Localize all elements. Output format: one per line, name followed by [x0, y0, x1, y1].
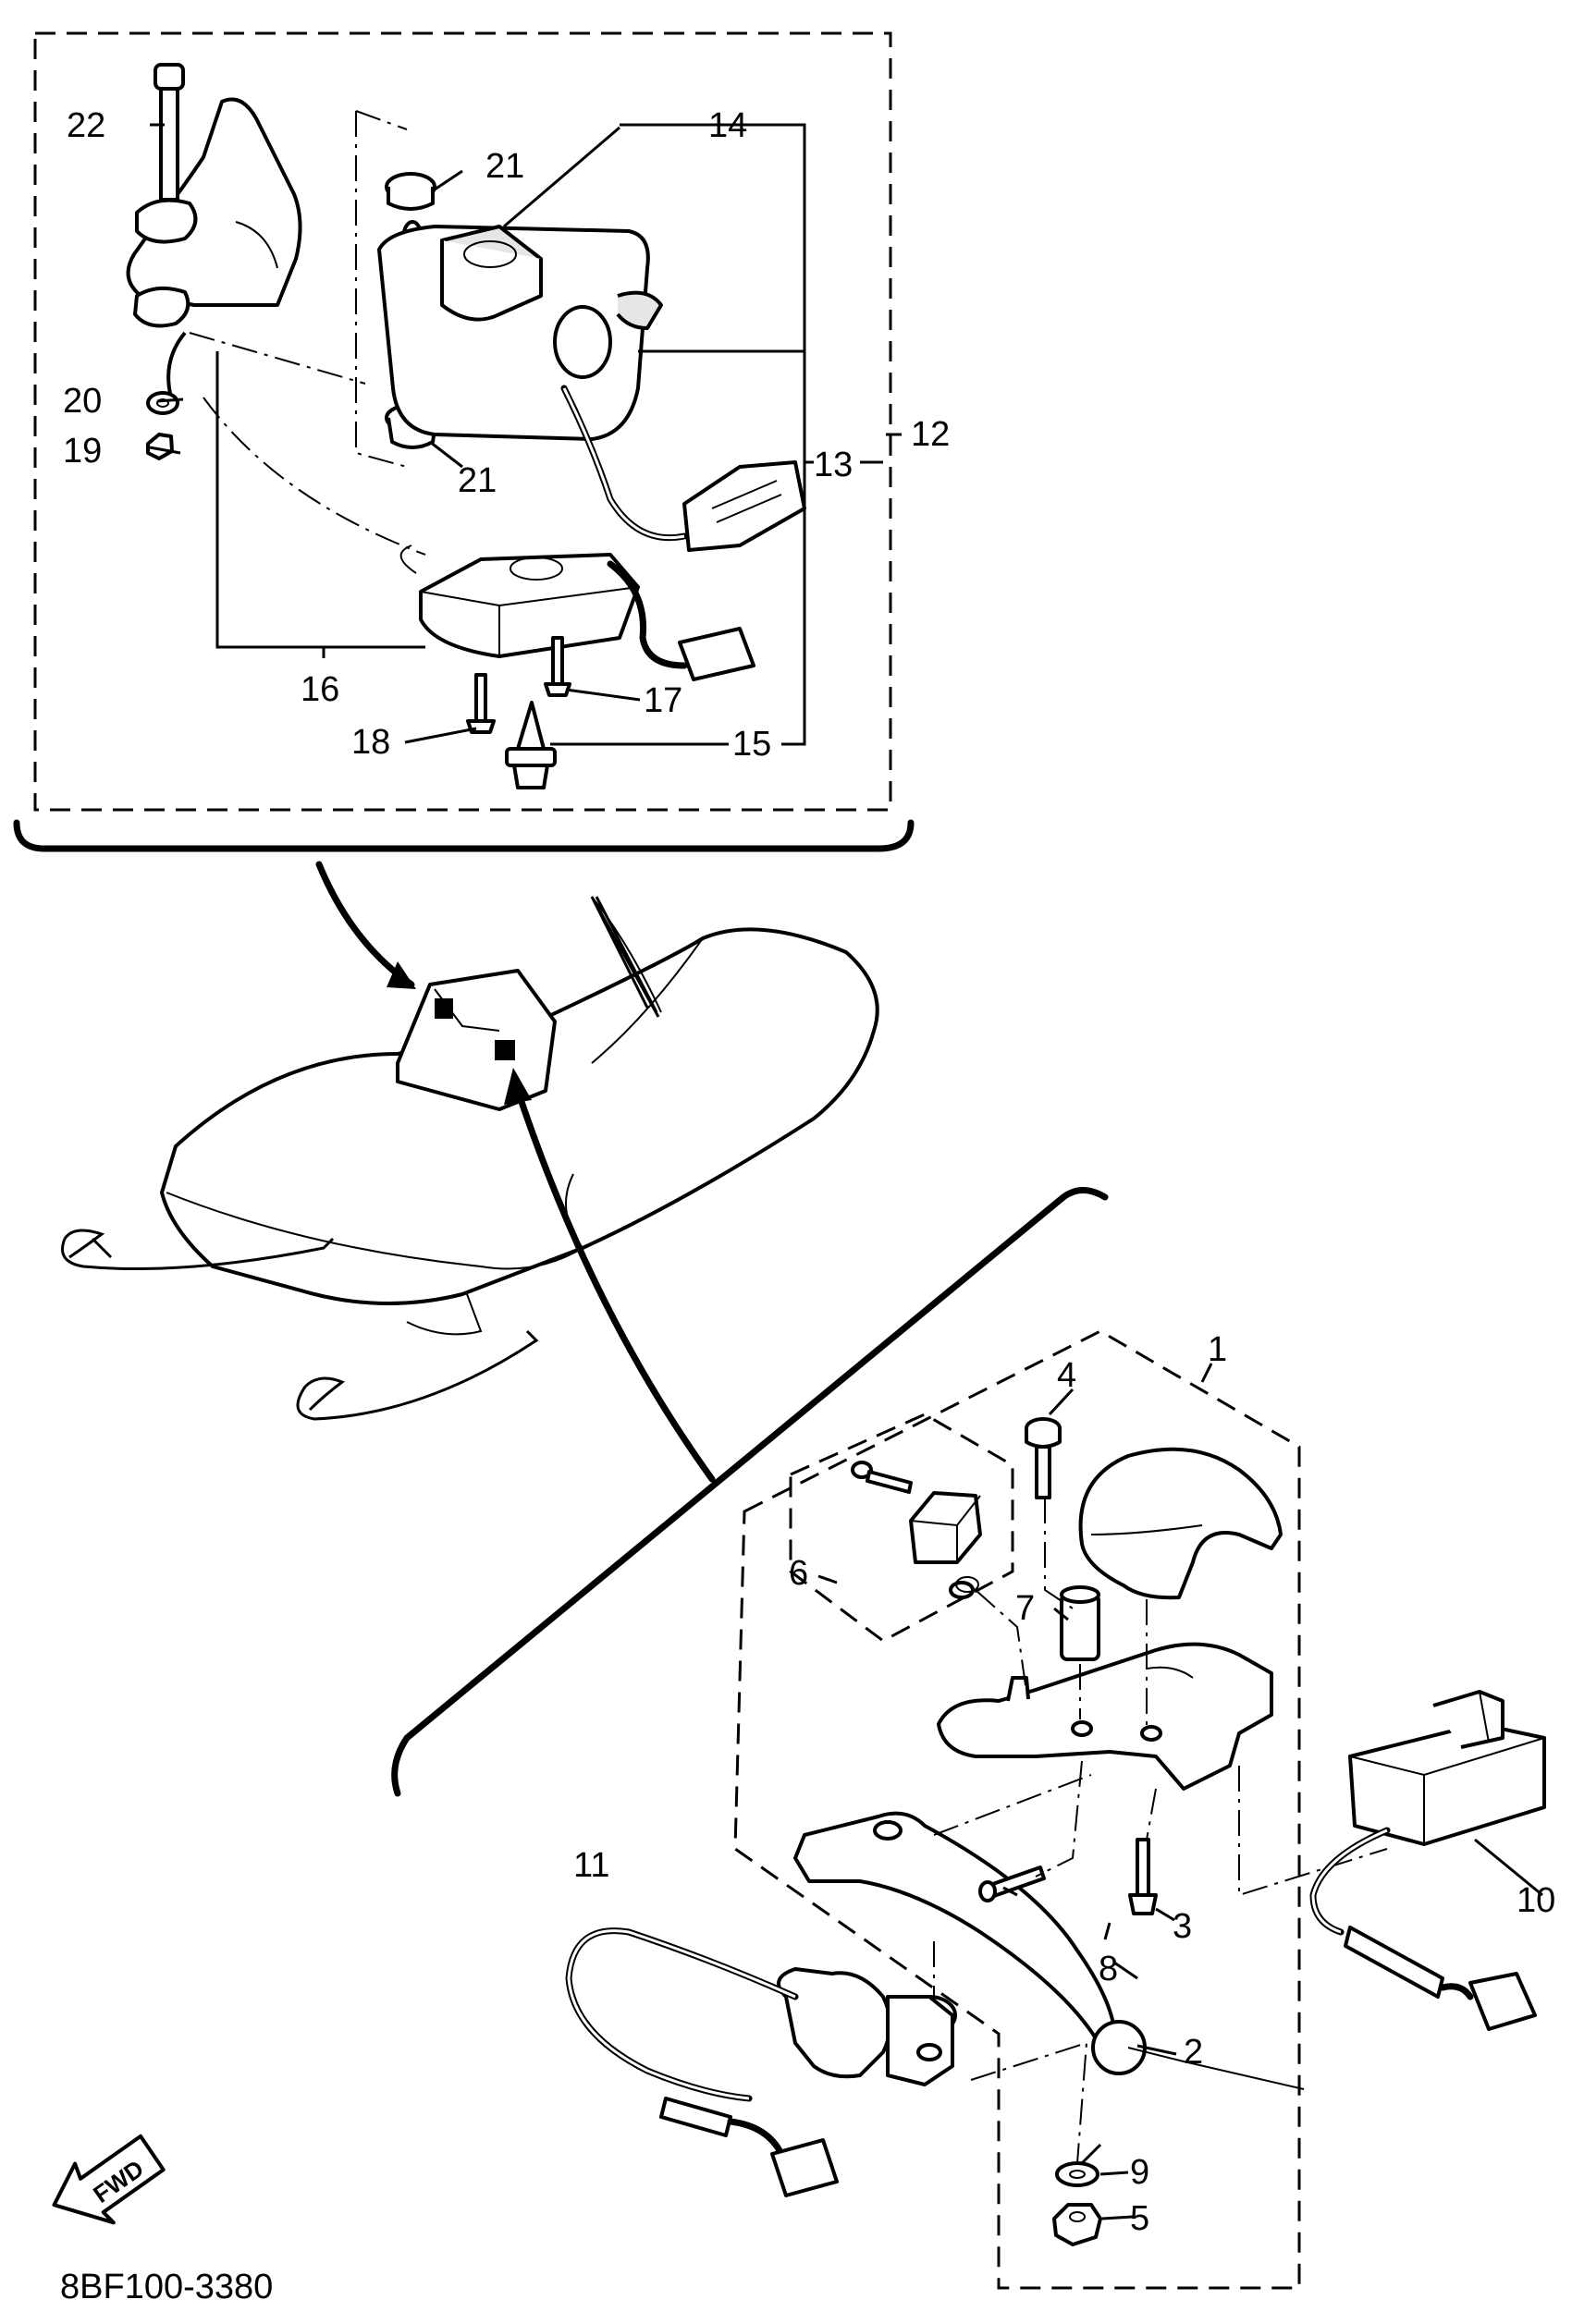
callout-21-top: 21: [485, 147, 524, 186]
nut-5: [1052, 2203, 1102, 2246]
callout-19: 19: [63, 432, 102, 471]
arrow-to-bottom-inset: [514, 1087, 716, 1483]
arrow-head-top: [387, 961, 416, 989]
screw-in-6: [851, 1461, 913, 1494]
lower-inset-frame: [733, 1329, 1301, 2290]
lever-cover: [1078, 1447, 1283, 1600]
bolt-4: [1025, 1417, 1062, 1499]
callout-13: 13: [814, 446, 853, 484]
spring-in-6: [949, 1576, 979, 1599]
callout-4: 4: [1057, 1356, 1076, 1395]
snowmobile: [61, 927, 879, 1421]
callout-9: 9: [1130, 2153, 1149, 2192]
fwd-arrow: FWD: [52, 2134, 166, 2225]
callout-2: 2: [1184, 2033, 1203, 2072]
callout-3: 3: [1173, 1907, 1192, 1946]
callout-8: 8: [1099, 1950, 1118, 1988]
callout-15: 15: [732, 725, 771, 764]
control-unit-15: [399, 544, 755, 681]
screw-8: [978, 1865, 1046, 1902]
mount-bracket: [126, 97, 302, 398]
callout-16: 16: [301, 670, 339, 709]
top-inset-bracket: [13, 819, 915, 852]
subassembly-6-frame: [789, 1413, 1014, 1643]
callout-20: 20: [63, 382, 102, 421]
drawing-code: 8BF100-3380: [60, 2268, 273, 2306]
bolt-15: [505, 701, 557, 789]
collar-7: [1060, 1585, 1100, 1661]
stop-bracket: [909, 1491, 982, 1564]
throttle-sensor-11: [565, 1927, 957, 2197]
lever-housing: [937, 1642, 1273, 1791]
callout-21-bottom: 21: [458, 461, 497, 500]
callout-7: 7: [1015, 1589, 1035, 1628]
leader-11: [593, 900, 660, 1018]
callout-1: 1: [1208, 1330, 1227, 1369]
arrow-head-bottom: [504, 1068, 532, 1105]
callout-22: 22: [67, 106, 105, 145]
screw-3: [1128, 1838, 1158, 1915]
top-inset-frame: [33, 31, 892, 812]
washer-20: [146, 391, 179, 415]
callout-dashes: [775, 123, 902, 464]
callout-18: 18: [351, 723, 390, 762]
lever-2: [793, 1811, 1147, 2075]
screw-18: [466, 673, 496, 734]
callout-labels: 1 2 3 4 5 6 7 8 9 10 11 12 13 14 15 16 1…: [63, 106, 1555, 2238]
washer-9: [1055, 2161, 1099, 2187]
control-box-14: [377, 225, 806, 552]
switch-10: [1309, 1690, 1546, 2031]
pin-22: [154, 63, 185, 202]
callout-11: 11: [573, 1846, 609, 1885]
lower-divider-curve: [391, 1187, 1109, 1797]
callout-10: 10: [1517, 1881, 1555, 1920]
callout-5: 5: [1130, 2199, 1149, 2238]
callout-6: 6: [789, 1554, 808, 1593]
top-inset: [13, 31, 915, 852]
lower-inset: [733, 1329, 1388, 2290]
callout-12: 12: [911, 415, 950, 454]
screw-17: [544, 636, 571, 697]
callout-14: 14: [708, 106, 747, 145]
callout-17: 17: [644, 681, 682, 720]
top-leaders: [149, 123, 729, 746]
